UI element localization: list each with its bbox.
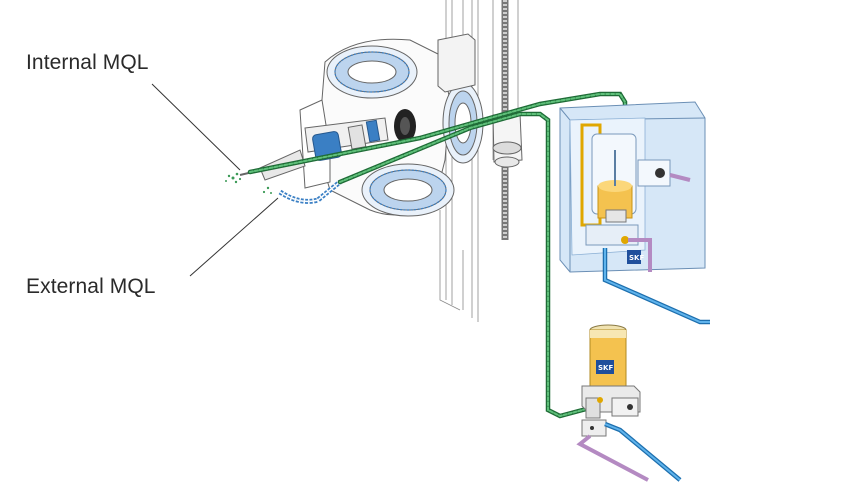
mist-spray (225, 172, 272, 194)
mql-unit-internal: SKF (559, 101, 710, 325)
leader-line-internal (151, 83, 241, 171)
skf-logo-top: SKF (629, 254, 644, 262)
mql-pump-external: SKF (576, 324, 682, 482)
label-internal-mql: Internal MQL (26, 51, 149, 74)
external-nozzle-hose (278, 180, 342, 204)
label-external-mql: External MQL (26, 275, 156, 298)
skf-logo-bottom: SKF (598, 364, 613, 372)
leader-line-external (189, 197, 279, 277)
green-mql-lines (247, 91, 628, 419)
